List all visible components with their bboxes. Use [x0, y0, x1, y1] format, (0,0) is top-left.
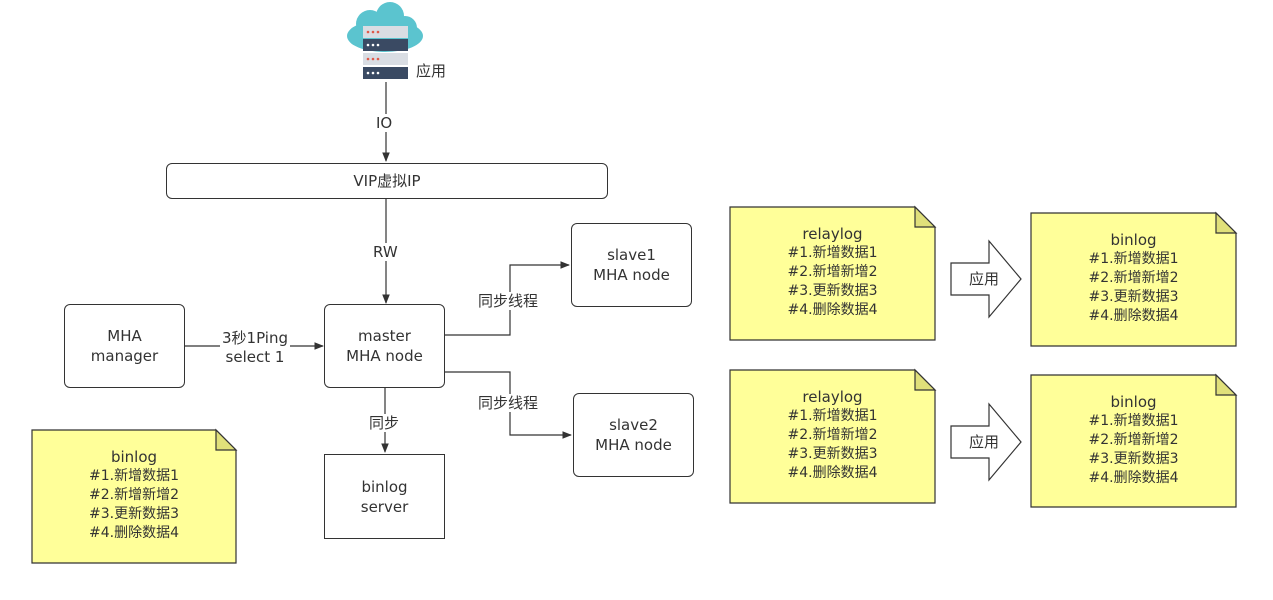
note-relaylog-1: relaylog #1.新增数据1 #2.新增新增2 #3.更新数据3 #4.删…	[730, 207, 935, 340]
note-line: #1.新增数据1	[787, 408, 878, 424]
note-line: #1.新增数据1	[1088, 413, 1179, 429]
note-line: #3.更新数据3	[1088, 289, 1179, 305]
app-label: 应用	[416, 62, 447, 80]
note-line: #4.删除数据4	[787, 465, 878, 481]
ping-label-line1: 3秒1Ping	[222, 329, 288, 347]
binlog-server-line2: server	[360, 497, 409, 516]
note-line: #1.新增数据1	[1088, 251, 1179, 267]
note-line: #1.新增数据1	[787, 245, 878, 261]
master-line2: MHA node	[346, 347, 423, 365]
note-title: relaylog	[802, 225, 863, 243]
apply-arrow-1	[950, 239, 1022, 319]
note-title: binlog	[110, 448, 158, 466]
note-fold-relaylog2	[914, 368, 937, 391]
note-line: #3.更新数据3	[1088, 451, 1179, 467]
note-line: #3.更新数据3	[787, 283, 878, 299]
note-shape-binlog2	[1030, 374, 1237, 508]
mha-manager-line2: manager	[90, 347, 159, 365]
master-node: master MHA node	[324, 304, 445, 388]
note-line: #3.更新数据3	[89, 506, 179, 522]
sync-label: 同步	[367, 414, 402, 432]
note-line: #2.新增新增2	[1088, 432, 1179, 448]
slave2-line2: MHA node	[595, 436, 672, 454]
note-relaylog-2: relaylog #1.新增数据1 #2.新增新增2 #3.更新数据3 #4.删…	[730, 370, 935, 503]
note-line: #4.删除数据4	[787, 302, 878, 318]
note-fold-binlog1	[1215, 211, 1238, 234]
note-fold-binlog2	[1215, 373, 1238, 396]
apply-arrow-2	[950, 402, 1022, 482]
mha-manager-node: MHA manager	[64, 304, 185, 388]
note-shape-relaylog2	[729, 369, 936, 504]
ping-label: 3秒1Ping select 1	[220, 329, 290, 367]
sync-thread-label-2: 同步线程	[476, 394, 541, 412]
note-title: binlog	[1110, 231, 1157, 249]
rw-label: RW	[371, 243, 400, 261]
note-line: #4.删除数据4	[1088, 470, 1179, 486]
note-shape-master-binlog	[31, 429, 237, 564]
master-line1: master	[358, 327, 411, 345]
note-line: #2.新增新增2	[787, 427, 878, 443]
slave1-node: slave1 MHA node	[571, 223, 692, 307]
note-line: #2.新增新增2	[787, 264, 878, 280]
binlog-server-line1: binlog	[361, 477, 408, 496]
note-title: relaylog	[802, 388, 863, 406]
note-fold-master-binlog	[215, 428, 238, 451]
vip-box: VIP虚拟IP	[166, 163, 608, 199]
note-fold-relaylog1	[914, 205, 937, 228]
note-title: binlog	[1110, 393, 1157, 411]
slave2-line1: slave2	[609, 416, 658, 434]
slave1-line1: slave1	[607, 246, 656, 264]
apply-label-2: 应用	[969, 433, 1000, 451]
note-shape-relaylog1	[729, 206, 936, 341]
mha-manager-line1: MHA	[107, 327, 142, 345]
io-label: IO	[374, 114, 395, 132]
slave1-line2: MHA node	[593, 266, 670, 284]
slave2-node: slave2 MHA node	[573, 393, 694, 477]
vip-label: VIP虚拟IP	[353, 172, 421, 190]
note-line: #4.删除数据4	[1088, 308, 1179, 324]
note-line: #2.新增新增2	[89, 487, 179, 503]
note-master-binlog: binlog #1.新增数据1 #2.新增新增2 #3.更新数据3 #4.删除数…	[32, 430, 236, 563]
note-binlog-1: binlog #1.新增数据1 #2.新增新增2 #3.更新数据3 #4.删除数…	[1031, 213, 1236, 346]
note-binlog-2: binlog #1.新增数据1 #2.新增新增2 #3.更新数据3 #4.删除数…	[1031, 375, 1236, 507]
note-line: #3.更新数据3	[787, 446, 878, 462]
cloud-server-icon	[347, 2, 423, 79]
note-line: #4.删除数据4	[89, 525, 179, 541]
ping-label-line2: select 1	[225, 348, 285, 366]
note-line: #2.新增新增2	[1088, 270, 1179, 286]
sync-thread-label-1: 同步线程	[476, 292, 541, 310]
note-shape-binlog1	[1030, 212, 1237, 347]
server-icon	[363, 26, 408, 79]
apply-label-1: 应用	[969, 270, 1000, 288]
binlog-server-node: binlog server	[324, 454, 445, 539]
note-line: #1.新增数据1	[89, 468, 179, 484]
